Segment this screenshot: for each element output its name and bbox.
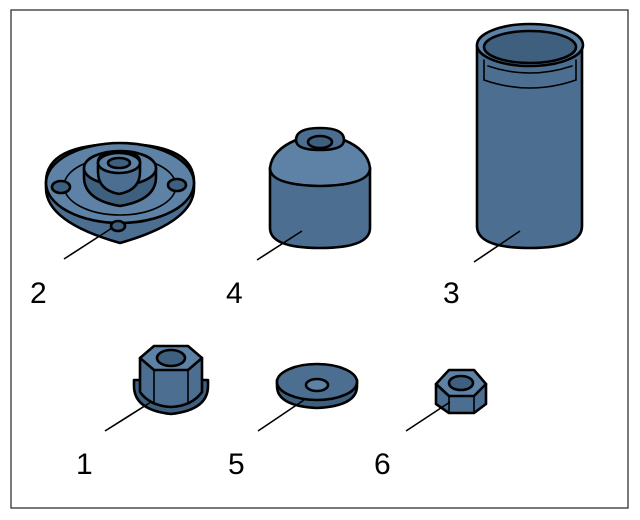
callout-6: 6 (374, 448, 391, 481)
flange-nut (132, 344, 210, 416)
diagram-frame (10, 9, 629, 509)
flange-plate (44, 141, 196, 245)
leader-line-2 (63, 227, 113, 260)
callout-1: 1 (76, 448, 93, 481)
washer (275, 362, 359, 410)
short-sleeve (268, 126, 372, 250)
leader-line-4 (256, 230, 303, 261)
callout-2: 2 (30, 277, 47, 310)
leader-line-1 (104, 401, 152, 432)
callout-3: 3 (443, 277, 460, 310)
callout-5: 5 (228, 448, 245, 481)
tall-sleeve (475, 22, 585, 250)
leader-line-3 (473, 230, 521, 263)
leader-line-6 (405, 401, 451, 432)
leader-line-5 (257, 399, 305, 432)
hex-nut (434, 368, 488, 415)
callout-4: 4 (226, 277, 243, 310)
